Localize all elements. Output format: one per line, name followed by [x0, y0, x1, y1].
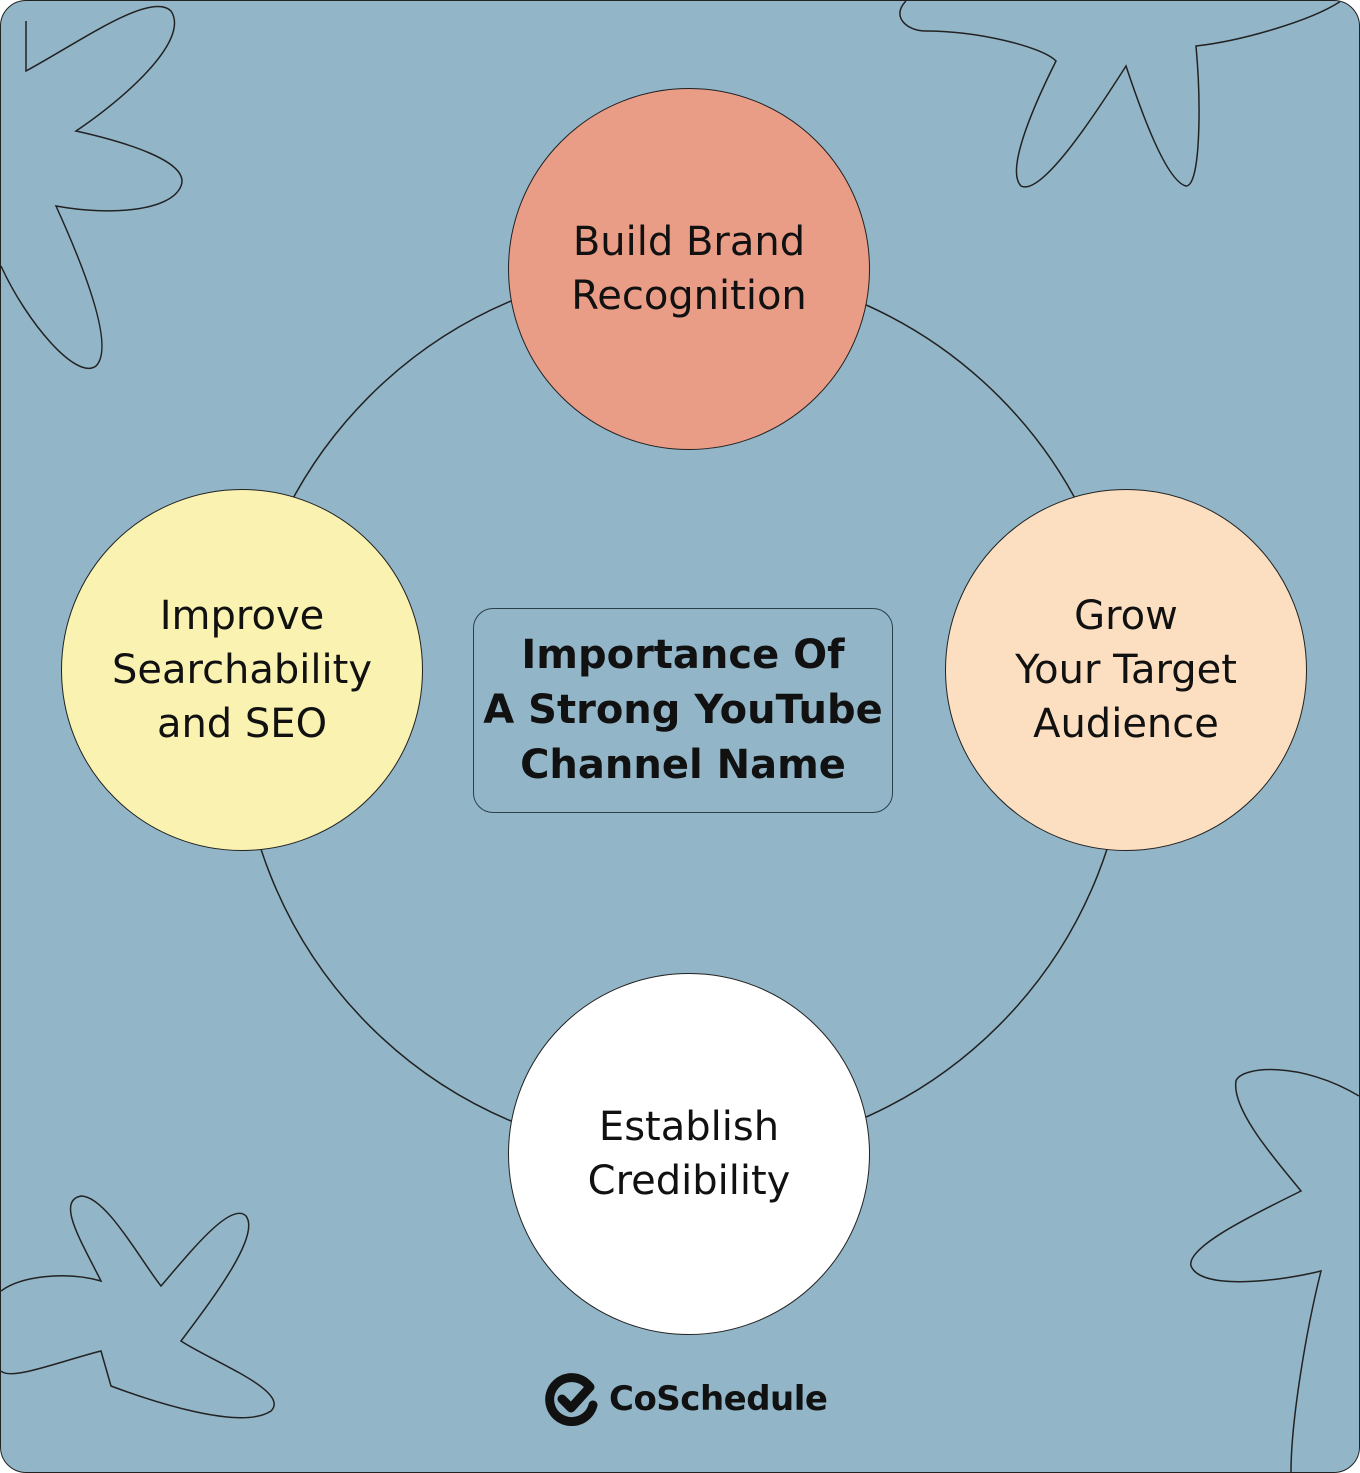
node-bottom-line-1: Establish	[598, 1104, 780, 1150]
center-title-line-3: Channel Name	[520, 742, 846, 788]
node-improve-searchability: Improve Searchability and SEO	[61, 489, 423, 851]
node-left-line-3: and SEO	[156, 701, 328, 747]
node-right-line-3: Audience	[1033, 701, 1219, 747]
node-right-line-2: Your Target	[1015, 647, 1237, 693]
flower-top-right-icon	[899, 1, 1342, 188]
node-grow-target-audience: Grow Your Target Audience	[945, 489, 1307, 851]
center-title-box: Importance Of A Strong YouTube Channel N…	[473, 608, 893, 813]
logo-text: CoSchedule	[609, 1379, 828, 1419]
flower-bottom-right-icon	[1190, 1068, 1359, 1472]
node-left-line-1: Improve	[159, 593, 325, 639]
flower-bottom-left-icon	[1, 1195, 275, 1419]
node-top-line-2: Recognition	[571, 273, 807, 319]
node-top-line-1: Build Brand	[572, 219, 806, 265]
node-build-brand-recognition: Build Brand Recognition	[508, 88, 870, 450]
node-left-line-2: Searchability	[111, 647, 373, 693]
coschedule-logo: CoSchedule	[545, 1369, 828, 1429]
node-establish-credibility: Establish Credibility	[508, 973, 870, 1335]
node-right-line-1: Grow	[1074, 593, 1178, 639]
center-title-line-1: Importance Of	[521, 632, 845, 678]
center-title-line-2: A Strong YouTube	[483, 687, 883, 733]
check-circle-icon	[545, 1373, 598, 1426]
node-bottom-line-2: Credibility	[587, 1158, 791, 1204]
flower-top-left-icon	[1, 5, 183, 369]
